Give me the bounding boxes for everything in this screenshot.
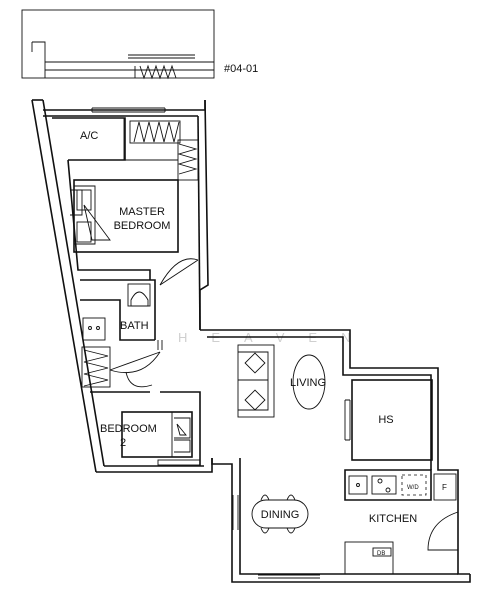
room-label-dining: DINING	[261, 509, 300, 521]
fridge-label: F	[442, 483, 447, 492]
db-box	[344, 541, 394, 575]
hob-icon	[371, 475, 397, 495]
toilet-icon	[130, 291, 149, 307]
sink-icon	[348, 475, 368, 495]
room-label-master-1: MASTER	[119, 206, 165, 218]
room-label-ac: A/C	[80, 130, 98, 142]
kitchen-counter	[344, 469, 457, 501]
room-label-bedroom2-2: 2	[120, 437, 126, 449]
dining-table-icon	[251, 494, 309, 534]
master-wardrobe-icon	[129, 120, 199, 181]
db-label: DB	[377, 551, 385, 557]
room-label-bath: BATH	[120, 320, 149, 332]
bedroom2-walls	[90, 391, 201, 466]
unit-label: #04-01	[224, 63, 258, 75]
wd-label: W/D	[407, 485, 419, 491]
key-plan	[21, 9, 215, 80]
living-table-icon	[292, 354, 326, 410]
room-label-kitchen: KITCHEN	[369, 513, 417, 525]
outer-walls	[31, 99, 471, 583]
master-bed-icon	[70, 179, 179, 253]
bedroom2-bed-icon	[171, 412, 191, 457]
windows	[91, 107, 351, 579]
room-label-master-2: BEDROOM	[114, 220, 171, 232]
basin-icon	[82, 317, 106, 341]
hs-shelter	[351, 379, 433, 461]
room-label-hs: HS	[378, 414, 393, 426]
room-label-bedroom2-1: BEDROOM	[100, 423, 157, 435]
door-swings	[109, 258, 459, 551]
sofa-icon	[237, 344, 275, 418]
ac-ledge	[52, 117, 126, 161]
bath-room	[80, 279, 163, 350]
corridor-wardrobe-icon	[81, 346, 111, 388]
room-label-living: LIVING	[290, 377, 326, 389]
